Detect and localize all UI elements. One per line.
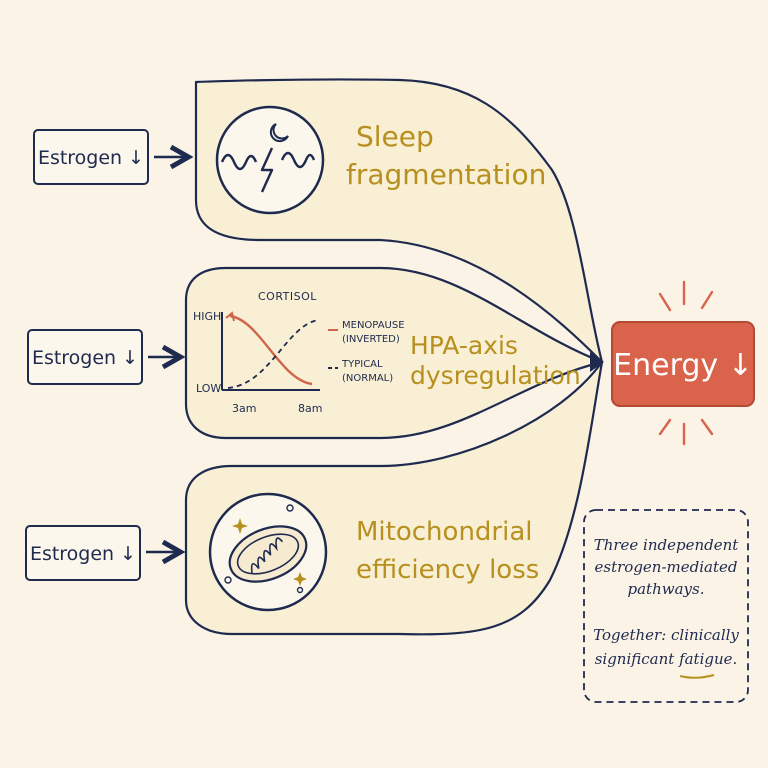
cortisol-chart-icon: CORTISOL HIGH LOW 3am 8am MENOPAUSE (INV…: [193, 290, 405, 415]
typical-curve: [227, 319, 319, 389]
sparkle-icon: [232, 518, 248, 534]
estrogen-label: Estrogen ↓: [38, 147, 144, 169]
note-line-1: Three independent: [594, 536, 740, 554]
note-line-5: significant fatigue.: [595, 650, 738, 668]
note-line-2: estrogen-mediated: [595, 558, 738, 576]
menopause-arrowhead: [225, 311, 235, 322]
x-end-label: 8am: [298, 402, 322, 415]
pathway-title-sleep-1: Sleep: [356, 120, 434, 153]
y-high-label: HIGH: [193, 310, 221, 323]
mitochondrion-icon: [208, 492, 328, 612]
estrogen-label: Estrogen ↓: [30, 543, 136, 565]
legend-menopause-sub: (INVERTED): [342, 334, 400, 345]
menopause-curve: [229, 314, 313, 386]
estrogen-label: Estrogen ↓: [32, 347, 138, 369]
sleep-wave-moon-icon: [215, 105, 325, 215]
pathway-title-hpa-2: dysregulation: [410, 361, 581, 390]
pathway-title-mito-1: Mitochondrial: [356, 517, 533, 547]
sparkle-icon: [293, 572, 307, 586]
x-start-label: 3am: [232, 402, 256, 415]
estrogen-input-2: Estrogen ↓: [27, 329, 143, 385]
energy-label: Energy ↓: [613, 348, 753, 383]
note-line-4: Together: clinically: [593, 626, 739, 644]
pathway-title-sleep-2: fragmentation: [346, 158, 546, 191]
fatigue-underline: [679, 674, 715, 679]
energy-output-box: Energy ↓: [611, 321, 755, 407]
estrogen-input-1: Estrogen ↓: [33, 129, 149, 185]
y-low-label: LOW: [196, 382, 221, 395]
note-line-3: pathways.: [628, 580, 705, 598]
estrogen-input-3: Estrogen ↓: [25, 525, 141, 581]
summary-note: Three independent estrogen-mediated path…: [583, 509, 749, 703]
cortisol-title: CORTISOL: [258, 290, 317, 303]
legend-menopause-name: MENOPAUSE: [342, 320, 405, 331]
pathway-title-mito-2: efficiency loss: [356, 555, 539, 585]
legend-typical-name: TYPICAL: [341, 359, 383, 370]
energy-burst-lines: [658, 280, 714, 446]
merge-arrowhead: [590, 352, 604, 372]
pathway-title-hpa-1: HPA-axis: [410, 331, 518, 360]
legend-typical-sub: (NORMAL): [342, 373, 393, 384]
